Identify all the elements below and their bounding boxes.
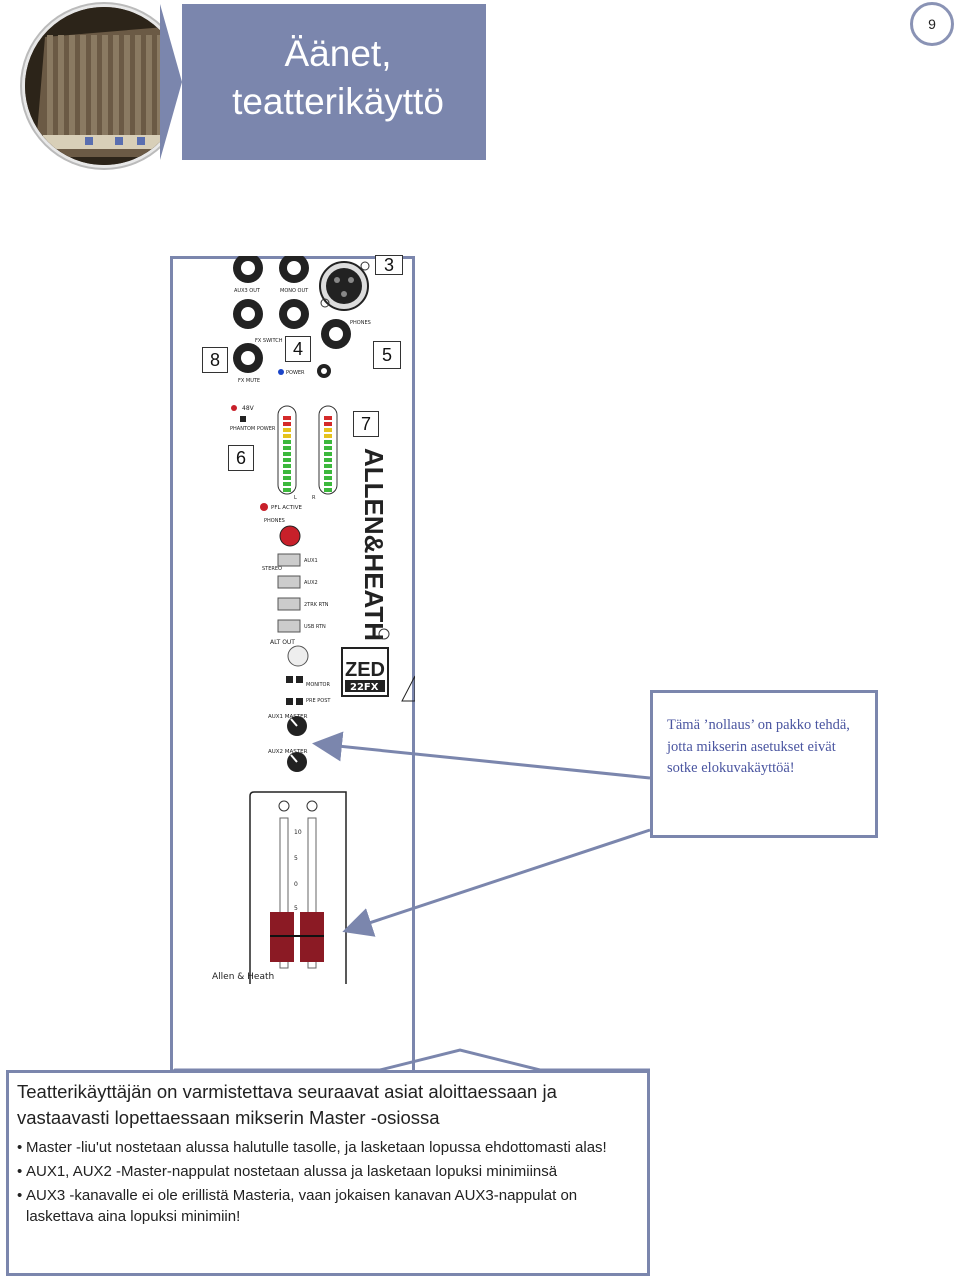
label-aux2-master: AUX2 MASTER (268, 749, 308, 755)
meter-label-l: L (294, 495, 297, 501)
photo-channel-strip (69, 35, 75, 135)
page-title: Äänet, teatterikäyttö (190, 30, 486, 126)
meter-segment (324, 440, 332, 444)
title-banner (160, 4, 486, 160)
instructions-list: Master -liu'ut nostetaan alussa halutull… (17, 1137, 639, 1227)
callout-number-4: 4 (285, 336, 311, 362)
photo-channel-strip (47, 35, 53, 135)
callout-number-3: 3 (375, 255, 403, 275)
meter-segment (324, 482, 332, 486)
brand-vertical: ALLEN&HEATH (359, 448, 389, 641)
mixer-panel-diagram: AUX3 OUT MONO OUT FX SWITCH PHONES FX MU… (212, 256, 415, 984)
fader-scale-minus5: 5 (294, 905, 298, 912)
meter-segment (324, 488, 332, 492)
meter-segment (324, 434, 332, 438)
label-aux1-master: AUX1 MASTER (268, 714, 308, 720)
label-usb-rtn: USB RTN (304, 624, 326, 630)
meter-segment (283, 428, 291, 432)
list-item: AUX3 -kanavalle ei ole erillistä Masteri… (17, 1185, 639, 1227)
label-2trk-rtn: 2TRK RTN (304, 602, 329, 608)
meter-segment (324, 452, 332, 456)
meter-segment (324, 446, 332, 450)
label-fx-mute: FX MUTE (238, 378, 260, 384)
footer-brand: Allen & Heath (212, 972, 274, 982)
fader-scale-5: 5 (294, 855, 298, 862)
meter-segment (324, 458, 332, 462)
label-power: POWER (286, 370, 305, 376)
label-monitor: MONITOR (306, 682, 330, 688)
photo-channel-strip (146, 35, 152, 135)
meter-segment (283, 440, 291, 444)
label-aux1: AUX1 (304, 558, 318, 564)
meter-label-r: R (312, 495, 316, 501)
photo-channel-strip (135, 35, 141, 135)
label-phones: PHONES (350, 320, 371, 326)
mixer-panel: AUX3 OUT MONO OUT FX SWITCH PHONES FX MU… (170, 255, 415, 1076)
label-phones-knob: PHONES (264, 518, 285, 524)
fader-scale-10: 10 (294, 829, 302, 836)
meter-segment (324, 476, 332, 480)
meter-segment (283, 434, 291, 438)
callout-number-7: 7 (353, 411, 379, 437)
meter-segment (283, 452, 291, 456)
meter-segment (283, 470, 291, 474)
callout-note: Tämä ’nollaus’ on pakko tehdä, jotta mik… (650, 690, 878, 838)
label-pre-post: PRE POST (306, 698, 331, 704)
list-item: Master -liu'ut nostetaan alussa halutull… (17, 1137, 639, 1158)
meter-segment (283, 446, 291, 450)
label-phantom-power: PHANTOM POWER (230, 426, 276, 432)
callout-number-6: 6 (228, 445, 254, 471)
photo-channel-strip (58, 35, 64, 135)
photo-channel-strip (80, 35, 86, 135)
meter-segment (324, 464, 332, 468)
meter-segment (324, 416, 332, 420)
callout-text: Tämä ’nollaus’ on pakko tehdä, jotta mik… (667, 717, 850, 776)
model-logo: ZED (345, 659, 385, 681)
photo-channel-strip (113, 35, 119, 135)
label-stereo: STEREO (262, 566, 282, 572)
meter-segment (283, 422, 291, 426)
meter-segment (283, 464, 291, 468)
meter-segment (283, 488, 291, 492)
label-aux3-out: AUX3 OUT (234, 288, 261, 294)
meter-segment (324, 428, 332, 432)
label-aux2: AUX2 (304, 580, 318, 586)
label-mono-out: MONO OUT (280, 288, 309, 294)
list-item: AUX1, AUX2 -Master-nappulat nostetaan al… (17, 1161, 639, 1182)
meter-segment (283, 482, 291, 486)
label-pfl-active: PFL ACTIVE (271, 505, 303, 511)
meter-segment (283, 416, 291, 420)
label-alt-out: ALT OUT (270, 639, 295, 646)
meter-segment (283, 476, 291, 480)
fader-scale-0: 0 (294, 881, 298, 888)
callout-number-5: 5 (373, 341, 401, 369)
photo-channel-strip (91, 35, 97, 135)
callout-number-8: 8 (202, 347, 228, 373)
label-48v: 48V (242, 405, 255, 412)
page-number: 9 (910, 2, 954, 46)
photo-channel-strip (102, 35, 108, 135)
meter-segment (324, 422, 332, 426)
title-banner-notch (160, 4, 182, 160)
model-sub: 22FX (350, 682, 379, 693)
photo-channel-strip (124, 35, 130, 135)
title-line-2: teatterikäyttö (232, 81, 444, 122)
meter-segment (324, 470, 332, 474)
instructions-intro: Teatterikäyttäjän on varmistettava seura… (17, 1081, 557, 1128)
instructions-box: Teatterikäyttäjän on varmistettava seura… (6, 1070, 650, 1276)
title-line-1: Äänet, (284, 33, 392, 74)
meter-segment (283, 458, 291, 462)
label-fx-switch: FX SWITCH (255, 338, 283, 344)
